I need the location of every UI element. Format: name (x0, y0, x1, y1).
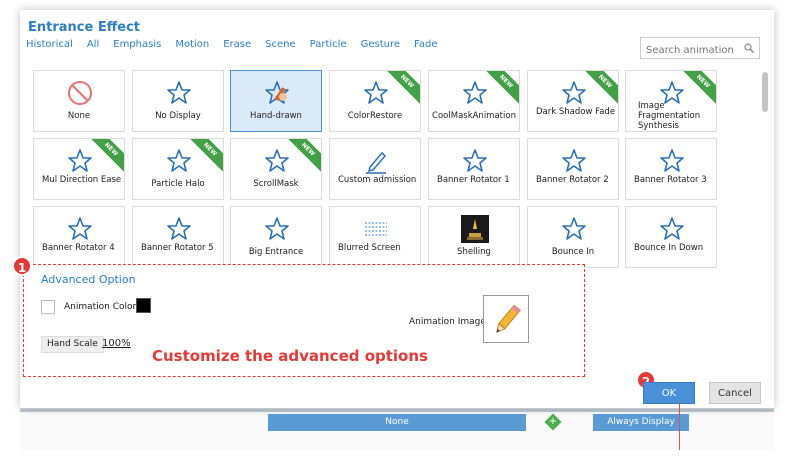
effect-label: ColorRestore (347, 111, 403, 121)
animation-image-label: Animation Image: (409, 317, 489, 327)
hand-scale-label: Hand Scale (41, 336, 104, 353)
none-icon (66, 79, 94, 107)
tab-fade[interactable]: Fade (414, 39, 438, 50)
star-icon (658, 79, 686, 107)
tab-particle[interactable]: Particle (309, 39, 347, 50)
effect-tile[interactable]: No Display (132, 70, 224, 132)
tab-emphasis[interactable]: Emphasis (113, 39, 162, 50)
effect-tile[interactable]: Banner Rotator 4 (33, 206, 125, 268)
pencil-icon (496, 304, 521, 333)
tab-all[interactable]: All (86, 39, 100, 50)
shelling-icon (461, 215, 489, 243)
star-icon (165, 215, 193, 243)
hand-scale-value[interactable]: 100% (102, 338, 131, 349)
effect-tile[interactable]: Custom admission (329, 138, 421, 200)
dialog-title: Entrance Effect (28, 20, 140, 35)
animation-color-label: Animation Color: (64, 302, 140, 312)
effect-label: Custom admission (338, 175, 417, 185)
effect-tile[interactable]: Banner Rotator 5 (132, 206, 224, 268)
effect-label: Big Entrance (248, 247, 304, 257)
star-icon (66, 147, 94, 175)
search-box[interactable] (640, 37, 760, 61)
star-icon (658, 147, 686, 175)
timeline-add-icon[interactable]: + (544, 413, 562, 431)
timeline-scroll-line (20, 409, 774, 412)
star-icon (461, 147, 489, 175)
effect-label: Shelling (457, 247, 491, 257)
star-icon (165, 147, 193, 175)
effect-label: Banner Rotator 5 (141, 243, 214, 253)
effect-label: Bounce In Down (634, 243, 704, 253)
category-tabs: Historical All Emphasis Motion Erase Scene Par… (26, 39, 452, 50)
star-icon (560, 79, 588, 107)
effects-scrollbar[interactable] (762, 72, 768, 112)
effect-tile[interactable]: Shelling (428, 206, 520, 268)
effect-label: ScrollMask (253, 179, 299, 189)
star-icon (560, 147, 588, 175)
search-input[interactable] (641, 40, 741, 61)
search-icon[interactable] (744, 43, 754, 53)
effect-label: Mul Direction Ease (42, 175, 122, 185)
effect-label: Blurred Screen (338, 243, 401, 253)
effect-tile[interactable]: Banner Rotator 1 (428, 138, 520, 200)
effect-label: None (67, 111, 91, 121)
star-icon (560, 215, 588, 243)
tab-historical[interactable]: Historical (26, 39, 73, 50)
tab-motion[interactable]: Motion (175, 39, 210, 50)
effect-label: Banner Rotator 1 (437, 175, 510, 185)
effect-tile[interactable]: Hand-drawn (230, 70, 322, 132)
animation-color-checkbox[interactable] (41, 300, 55, 314)
effect-label: Banner Rotator 4 (42, 243, 115, 253)
star-icon (66, 215, 94, 243)
tab-scene[interactable]: Scene (265, 39, 296, 50)
effect-tile[interactable]: Big Entrance (230, 206, 322, 268)
effect-tile[interactable]: Banner Rotator 2 (527, 138, 619, 200)
effect-tile[interactable]: None (33, 70, 125, 132)
star-icon (658, 215, 686, 243)
hand-drawn-star-icon (263, 79, 291, 107)
blur-icon (362, 215, 390, 243)
effect-label: Dark Shadow Fade (536, 107, 616, 117)
timeline-playhead[interactable] (679, 402, 680, 450)
effect-tile[interactable]: Blurred Screen (329, 206, 421, 268)
effect-label: Banner Rotator 2 (536, 175, 609, 185)
effect-label: CoolMaskAnimation (432, 111, 516, 121)
effect-label: Hand-drawn (250, 111, 302, 121)
effect-label: Image Fragmentation Synthesis (638, 101, 701, 131)
animation-color-swatch[interactable] (136, 298, 151, 313)
advanced-option-panel: Advanced Option Animation Color: Animati… (23, 264, 585, 377)
pen-icon (362, 147, 390, 175)
star-icon (165, 79, 193, 107)
star-icon (263, 215, 291, 243)
callout-text: Customize the advanced options (152, 347, 428, 365)
star-icon (362, 79, 390, 107)
step-badge-1: 1 (12, 256, 32, 276)
tab-erase[interactable]: Erase (223, 39, 252, 50)
timeline-bar-always-display[interactable]: Always Display (593, 414, 689, 431)
advanced-option-title: Advanced Option (41, 273, 136, 286)
effect-tile[interactable]: Bounce In (527, 206, 619, 268)
timeline-bar-none[interactable]: None (268, 414, 526, 431)
effect-label: Particle Halo (151, 179, 205, 189)
effect-tile[interactable]: Banner Rotator 3 (625, 138, 717, 200)
cancel-button[interactable]: Cancel (709, 382, 761, 404)
effect-label: No Display (155, 111, 201, 121)
tab-gesture[interactable]: Gesture (360, 39, 401, 50)
effect-label: Banner Rotator 3 (634, 175, 707, 185)
animation-image-picker[interactable] (483, 295, 529, 343)
effect-label: Bounce In (551, 247, 595, 257)
ok-button[interactable]: OK (643, 382, 695, 404)
star-icon (461, 79, 489, 107)
star-icon (263, 147, 291, 175)
effect-tile[interactable]: Bounce In Down (625, 206, 717, 268)
